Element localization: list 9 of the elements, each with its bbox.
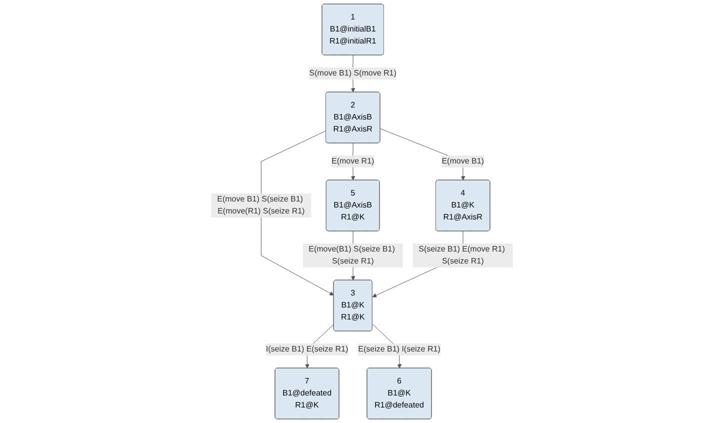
edge-label: E(move B1) S(seize B1) E(move(R1) S(seize R1) xyxy=(217,195,305,216)
edge-label: E(move(B1) S(seize B1) S(seize R1) xyxy=(308,245,395,266)
edge-label: S(move B1) S(move R1) xyxy=(309,69,396,78)
edge-label: E(seize B1) I(seize R1) xyxy=(358,345,440,354)
edge-label: S(seize B1) E(move R1) S(seize R1) xyxy=(418,245,505,266)
arrow xyxy=(260,130,334,296)
edge-label: E(move B1) xyxy=(442,157,484,166)
edge-label: E(move R1) xyxy=(332,157,374,166)
edge-label: I(seize B1) E(seize R1) xyxy=(266,345,348,354)
